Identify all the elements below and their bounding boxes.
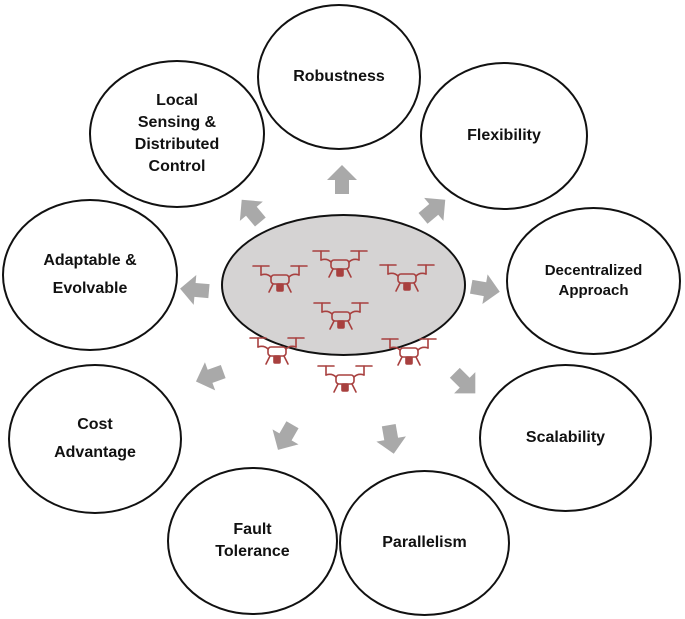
arrow-local-sensing-distributed-control xyxy=(239,199,266,227)
node-local-sensing-distributed-control: Local Sensing & Distributed Control xyxy=(89,60,265,208)
node-scalability: Scalability xyxy=(479,364,652,512)
arrow-flexibility xyxy=(418,197,446,224)
node-label-scalability: Scalability xyxy=(525,429,606,446)
arrow-robustness xyxy=(327,165,357,194)
node-robustness: Robustness xyxy=(257,4,421,150)
drone-icon xyxy=(381,338,437,366)
drone-icon xyxy=(252,265,308,293)
drone-icon xyxy=(312,250,368,278)
node-adaptable-evolvable: Adaptable & Evolvable xyxy=(2,199,178,351)
drone-icon xyxy=(317,365,373,393)
node-label-fault-tolerance: Fault Tolerance xyxy=(215,521,290,560)
arrow-cost-advantage xyxy=(195,362,226,391)
node-label-parallelism: Parallelism xyxy=(382,534,467,551)
arrow-decentralized-approach xyxy=(469,274,500,304)
node-label-decentralized-approach: Decentralized Approach xyxy=(544,262,643,299)
arrow-scalability xyxy=(449,367,476,394)
arrow-fault-tolerance xyxy=(272,421,299,450)
node-label-robustness: Robustness xyxy=(293,68,385,85)
drone-icon xyxy=(313,302,369,330)
node-label-flexibility: Flexibility xyxy=(467,127,541,144)
drone-swarm-hub xyxy=(221,214,466,356)
drone-icon xyxy=(249,337,305,365)
node-cost-advantage: Cost Advantage xyxy=(8,364,182,514)
node-fault-tolerance: Fault Tolerance xyxy=(167,467,338,615)
arrow-adaptable-evolvable xyxy=(180,274,210,305)
arrow-parallelism xyxy=(376,423,406,454)
node-label-adaptable-evolvable: Adaptable & Evolvable xyxy=(43,252,137,297)
node-parallelism: Parallelism xyxy=(339,470,510,616)
node-label-cost-advantage: Cost Advantage xyxy=(54,416,136,461)
drone-icon xyxy=(379,264,435,292)
node-label-local-sensing-distributed-control: Local Sensing & Distributed Control xyxy=(134,92,220,175)
node-decentralized-approach: Decentralized Approach xyxy=(506,207,681,355)
node-flexibility: Flexibility xyxy=(420,62,588,210)
